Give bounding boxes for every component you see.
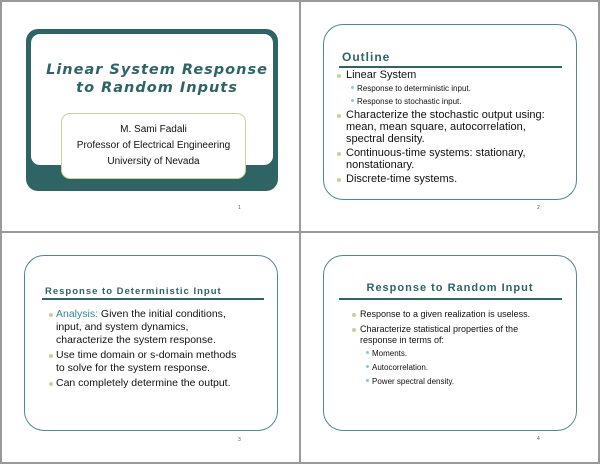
sub-bullet-dot-icon [351,86,354,89]
sub-bullet-text: Autocorrelation. [372,363,429,372]
bullet-dot-icon [49,313,53,317]
title-underline [42,298,264,300]
bullet-item: Discrete-time systems. [337,173,545,185]
page-number: 4 [537,436,540,442]
bullet-text: Linear System [346,69,417,81]
sub-bullet-item: Autocorrelation. [366,361,530,375]
bullet-text: Response to a given realization is usele… [360,309,531,319]
analysis-keyword: Analysis: [56,308,99,320]
bullet-text: spectral density. [346,133,425,145]
sub-bullet-dot-icon [366,379,369,382]
sub-bullet-text: Power spectral density. [372,377,455,386]
author-position: Professor of Electrical Engineering [76,140,231,151]
bullet-text: Given the initial conditions, [98,308,226,320]
bullet-text: Characterize statistical properties of t… [360,324,519,334]
bullet-item: Use time domain or s-domain methods to s… [49,349,237,375]
author-institution: University of Nevada [107,156,200,167]
sub-bullet-text: Response to deterministic input. [357,84,471,93]
bullet-item: Can completely determine the output. [49,377,236,390]
presentation-title: Linear System Response to Random Inputs [31,61,283,97]
bullet-list: Linear System Response to deterministic … [337,69,545,185]
sub-bullet-text: Response to stochastic input. [357,97,462,106]
bullet-dot-icon [337,178,341,182]
bullet-text: input, and system dynamics, [56,321,189,333]
bullet-text: Continuous-time systems: stationary, [346,147,526,159]
bullet-dot-icon [49,382,53,386]
bullet-text: to solve for the system response. [56,362,211,374]
bullet-item: Characterize the stochastic output using… [337,109,545,145]
sub-bullet-item: Response to stochastic input. [351,95,545,108]
slide-1-title: Linear System Response to Random Inputs … [2,2,300,232]
sub-bullet-dot-icon [351,99,354,102]
slide-3-deterministic: Response to Deterministic Input Analysis… [2,233,300,463]
bullet-dot-icon [352,313,356,317]
bullet-text: nonstationary. [346,159,415,171]
bullet-dot-icon [352,328,356,332]
bullet-item: Characterize statistical properties of t… [352,324,530,389]
bullet-dot-icon [337,114,341,118]
horizontal-divider [0,231,600,233]
author-box: M. Sami Fadali Professor of Electrical E… [61,113,246,179]
slide-title: Response to Deterministic Input [45,286,222,297]
bullet-text: response in terms of: [360,335,445,345]
page-number: 2 [537,205,540,211]
bullet-text: Can completely determine the output. [56,377,231,389]
sub-bullet-item: Moments. [366,347,530,361]
sub-bullet-item: Response to deterministic input. [351,82,545,95]
bullet-dot-icon [49,354,53,358]
slide-4-random: Response to Random Input Response to a g… [301,233,599,463]
slide-2-outline: Outline Linear System Response to determ… [301,2,599,232]
bullet-list: Response to a given realization is usele… [352,309,531,389]
sub-bullet-text: Moments. [372,349,408,358]
author-name: M. Sami Fadali [120,124,187,135]
page-number: 3 [238,437,241,443]
bullet-item: Response to a given realization is usele… [352,309,531,320]
sub-bullet-dot-icon [366,351,369,354]
bullet-list: Analysis: Given the initial conditions, … [49,308,237,390]
bullet-text: Characterize the stochastic output using… [346,109,545,121]
slide-title: Response to Random Input [366,282,534,294]
title-line-2: to Random Inputs [76,80,238,96]
bullet-dot-icon [337,74,341,78]
slide-title: Outline [342,50,391,64]
sub-bullet-item: Power spectral density. [366,375,530,389]
bullet-item: Continuous-time systems: stationary, non… [337,147,545,171]
bullet-text: Use time domain or s-domain methods [56,349,237,361]
bullet-item: Linear System Response to deterministic … [337,69,545,108]
bullet-text: characterize the system response. [56,334,216,346]
bullet-text: Discrete-time systems. [346,173,458,185]
sub-bullet-dot-icon [366,365,369,368]
bullet-item: Analysis: Given the initial conditions, … [49,308,236,347]
sub-bullet-list: Response to deterministic input. Respons… [351,82,545,108]
slide-frame [323,24,577,200]
title-frame: Linear System Response to Random Inputs … [26,29,278,191]
bullet-dot-icon [337,152,341,156]
title-line-1: Linear System Response [46,62,268,78]
bullet-text: mean, mean square, autocorrelation, [346,121,526,133]
sub-bullet-list: Moments. Autocorrelation. Power spectral… [366,347,530,389]
title-underline [339,66,562,68]
page-number: 1 [238,205,241,211]
slide-frame [24,255,278,431]
slide-frame [323,255,577,431]
title-underline [339,298,562,300]
